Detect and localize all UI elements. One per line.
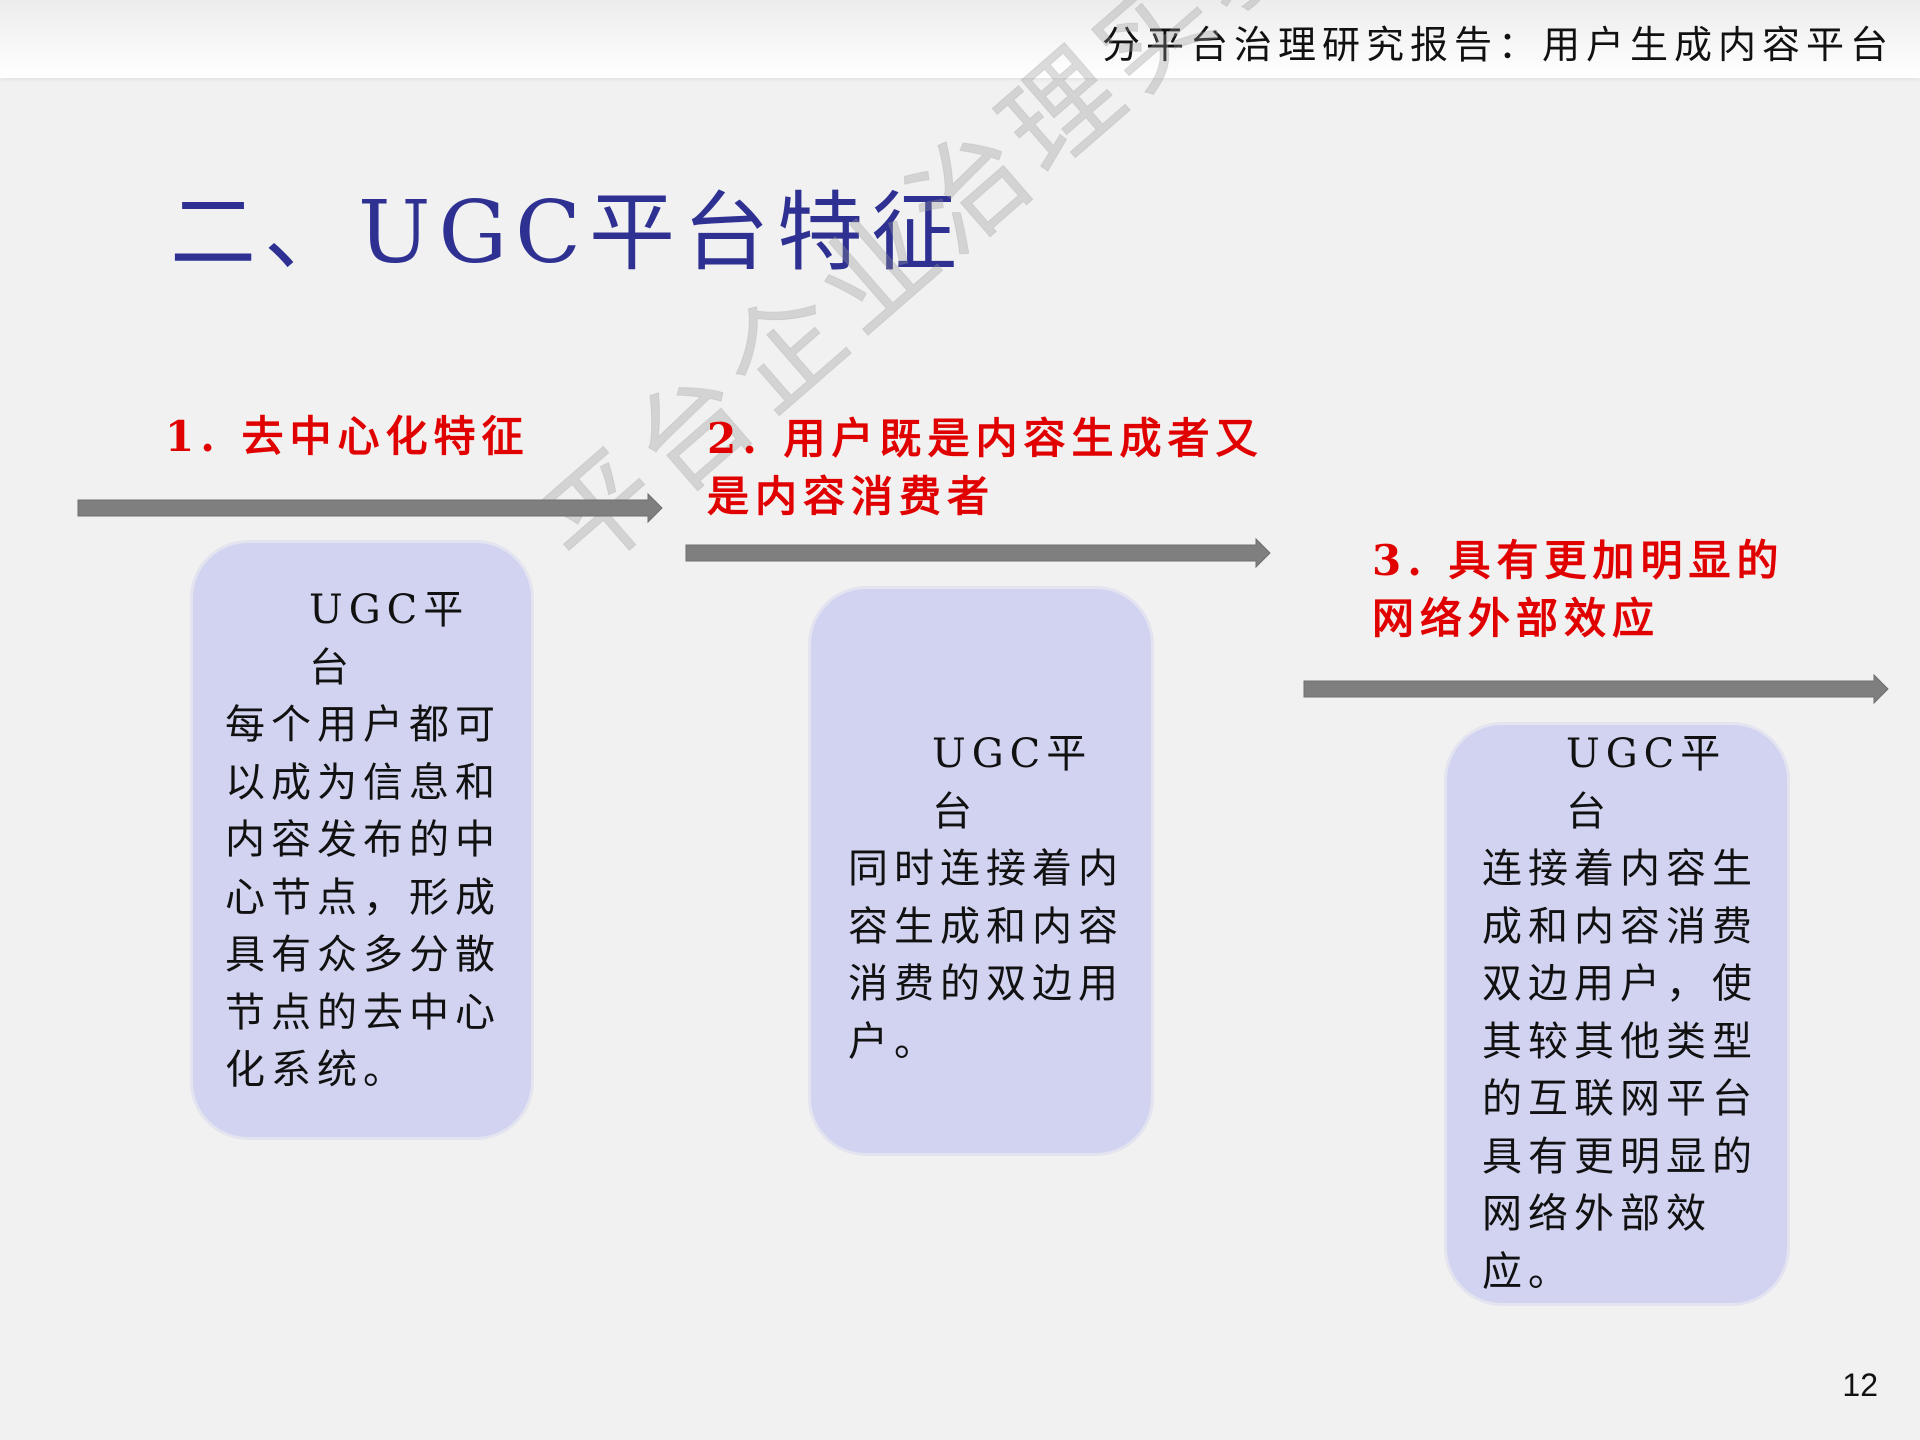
feature-1-text: UGC平台每个用户都可以成为信息和内容发布的中心节点，形成具有众多分散节点的去中… [225, 582, 515, 1100]
feature-1-body: 每个用户都可以成为信息和内容发布的中心节点，形成具有众多分散节点的去中心化系统。 [225, 702, 501, 1093]
feature-2-text: UGC平台同时连接着内容生成和内容消费的双边用户。 [848, 726, 1138, 1071]
feature-1-lead: UGC平台 [309, 587, 470, 691]
feature-1-card [190, 540, 534, 1140]
feature-3-lead: UGC平台 [1566, 731, 1727, 835]
feature-3-label: 3. 具有更加明显的网络外部效应 [1372, 536, 1785, 643]
feature-2-label: 2. 用户既是内容生成者又是内容消费者 [707, 414, 1264, 521]
feature-2-card [808, 586, 1154, 1156]
feature-2-lead: UGC平台 [932, 731, 1093, 835]
feature-3-text: UGC平台连接着内容生成和内容消费双边用户，使其较其他类型的互联网平台具有更明显… [1482, 726, 1772, 1301]
header-band: 分平台治理研究报告：用户生成内容平台 [0, 0, 1920, 78]
feature-3-card [1444, 722, 1790, 1306]
feature-3-body: 连接着内容生成和内容消费双边用户，使其较其他类型的互联网平台具有更明显的网络外部… [1482, 846, 1758, 1295]
page-number: 12 [1842, 1367, 1878, 1403]
feature-2-body: 同时连接着内容生成和内容消费的双边用户。 [848, 846, 1124, 1065]
feature-3-arrow [1303, 673, 1889, 705]
report-title: 分平台治理研究报告：用户生成内容平台 [1101, 23, 1894, 67]
slide-title: 二、UGC平台特征 [170, 183, 965, 283]
feature-1-label: 1. 去中心化特征 [165, 412, 530, 461]
feature-2-arrow [685, 537, 1271, 569]
feature-1-arrow [77, 492, 663, 524]
